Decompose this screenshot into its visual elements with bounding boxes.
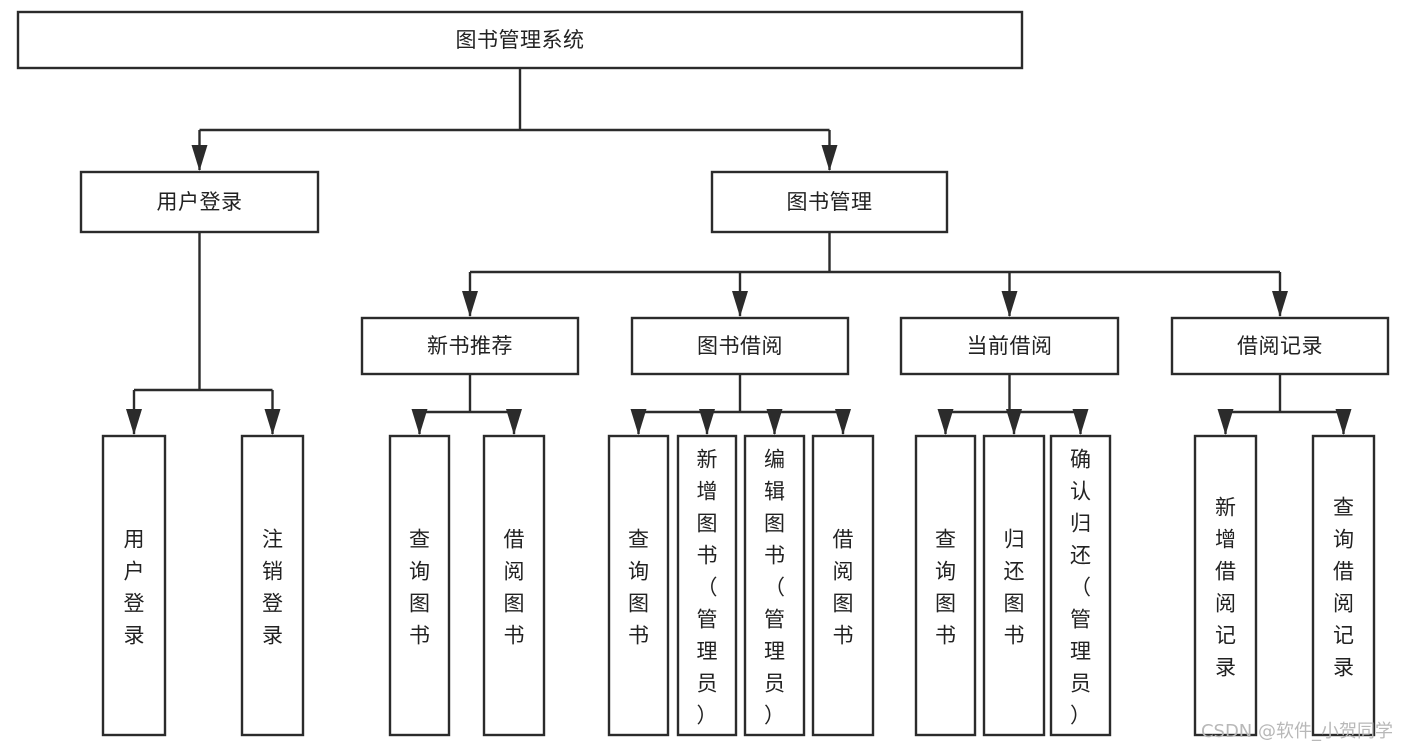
node-leaf-logout-login[interactable]: 注销登录 [240,434,305,737]
node-n-borrow-record-box[interactable] [1170,316,1390,376]
node-n-book-manage-label: 图书管理 [787,190,873,214]
node-n-book-manage-box[interactable] [710,170,949,234]
node-leaf-add-borrow-record-label: 新增借阅记录 [1215,495,1236,679]
node-leaf-add-borrow-record-box[interactable] [1193,434,1258,737]
leaf-n-current-borrow-arrow-2 [1072,409,1089,435]
node-root-box[interactable] [16,10,1024,70]
node-n-current-borrow[interactable]: 当前借阅 [899,316,1120,376]
node-leaf-query-book-current-box[interactable] [914,434,977,737]
book-manage-arrow-0 [462,291,478,317]
node-leaf-query-borrow-record-box[interactable] [1311,434,1376,737]
leaf-n-book-borrow-arrow-2 [766,409,783,435]
node-n-user-login-label: 用户登录 [157,190,243,214]
node-leaf-borrow-book-box[interactable] [811,434,875,737]
node-n-user-login[interactable]: 用户登录 [79,170,320,234]
node-n-borrow-record-label: 借阅记录 [1237,334,1323,358]
node-leaf-user-login[interactable]: 用户登录 [101,434,167,737]
node-n-new-book-rec-label: 新书推荐 [427,334,513,358]
node-leaf-query-book-current[interactable]: 查询图书 [914,434,977,737]
node-leaf-add-book-admin[interactable]: 新增图书（管理员） [676,434,738,737]
leaf-n-book-borrow-arrow-1 [699,409,715,435]
nodes-layer: 图书管理系统用户登录图书管理新书推荐图书借阅当前借阅借阅记录用户登录注销登录查询… [16,10,1390,737]
node-leaf-query-book-rec-label: 查询图书 [409,527,430,647]
node-leaf-edit-book-admin[interactable]: 编辑图书（管理员） [743,434,806,737]
node-leaf-query-book-current-label: 查询图书 [935,527,956,647]
leaf-n-new-book-rec-arrow-0 [411,409,428,435]
node-n-book-borrow[interactable]: 图书借阅 [630,316,850,376]
node-n-borrow-record[interactable]: 借阅记录 [1170,316,1390,376]
node-leaf-user-login-label: 用户登录 [124,527,145,647]
node-n-book-borrow-label: 图书借阅 [697,334,783,358]
leaf-n-current-borrow-arrow-1 [1006,409,1022,435]
node-leaf-return-book-label: 归还图书 [1004,527,1025,647]
node-leaf-edit-book-admin-box[interactable] [743,434,806,737]
book-manage-arrow-1 [732,291,748,317]
node-leaf-query-borrow-record-label: 查询借阅记录 [1333,495,1354,679]
leaf-n-current-borrow-arrow-0 [937,409,954,435]
node-leaf-add-borrow-record[interactable]: 新增借阅记录 [1193,434,1258,737]
node-leaf-query-book-borrow[interactable]: 查询图书 [607,434,670,737]
leaf-n-book-borrow-arrow-0 [630,409,647,435]
node-n-new-book-rec-box[interactable] [360,316,580,376]
node-leaf-query-book-rec[interactable]: 查询图书 [388,434,451,737]
leaf-n-new-book-rec-arrow-1 [506,409,522,435]
node-leaf-borrow-book-label: 借阅图书 [833,527,854,647]
leaf-n-borrow-record-arrow-0 [1217,409,1234,435]
node-n-user-login-box[interactable] [79,170,320,234]
leaf-n-borrow-record-arrow-1 [1335,409,1352,435]
node-n-current-borrow-label: 当前借阅 [967,334,1053,358]
node-leaf-query-book-rec-box[interactable] [388,434,451,737]
root-arrow-0 [191,145,208,171]
node-n-book-manage[interactable]: 图书管理 [710,170,949,234]
node-leaf-borrow-book[interactable]: 借阅图书 [811,434,875,737]
node-leaf-query-borrow-record[interactable]: 查询借阅记录 [1311,434,1376,737]
node-n-current-borrow-box[interactable] [899,316,1120,376]
node-n-book-borrow-box[interactable] [630,316,850,376]
root-arrow-1 [821,145,838,171]
node-leaf-borrow-book-rec[interactable]: 借阅图书 [482,434,546,737]
node-leaf-add-book-admin-box[interactable] [676,434,738,737]
node-leaf-edit-book-admin-label: 编辑图书（管理员） [764,447,785,727]
node-leaf-logout-login-box[interactable] [240,434,305,737]
book-manage-arrow-2 [1001,291,1018,317]
node-leaf-return-book-box[interactable] [982,434,1046,737]
leaf-n-user-login-arrow-1 [264,409,281,435]
node-leaf-return-book[interactable]: 归还图书 [982,434,1046,737]
node-leaf-user-login-box[interactable] [101,434,167,737]
leaf-n-user-login-arrow-0 [126,409,142,435]
node-root[interactable]: 图书管理系统 [16,10,1024,70]
node-root-label: 图书管理系统 [456,28,585,52]
node-leaf-confirm-return-admin-label: 确认归还（管理员） [1070,447,1091,727]
node-leaf-add-book-admin-label: 新增图书（管理员） [697,447,718,727]
node-leaf-borrow-book-rec-label: 借阅图书 [504,527,525,647]
node-n-new-book-rec[interactable]: 新书推荐 [360,316,580,376]
connectors-layer [126,68,1352,435]
leaf-n-book-borrow-arrow-3 [835,409,851,435]
node-leaf-logout-login-label: 注销登录 [262,527,283,647]
node-leaf-query-book-borrow-box[interactable] [607,434,670,737]
node-leaf-borrow-book-rec-box[interactable] [482,434,546,737]
node-leaf-query-book-borrow-label: 查询图书 [628,527,649,647]
book-manage-arrow-3 [1272,291,1288,317]
node-leaf-confirm-return-admin-box[interactable] [1049,434,1112,737]
node-leaf-confirm-return-admin[interactable]: 确认归还（管理员） [1049,434,1112,737]
